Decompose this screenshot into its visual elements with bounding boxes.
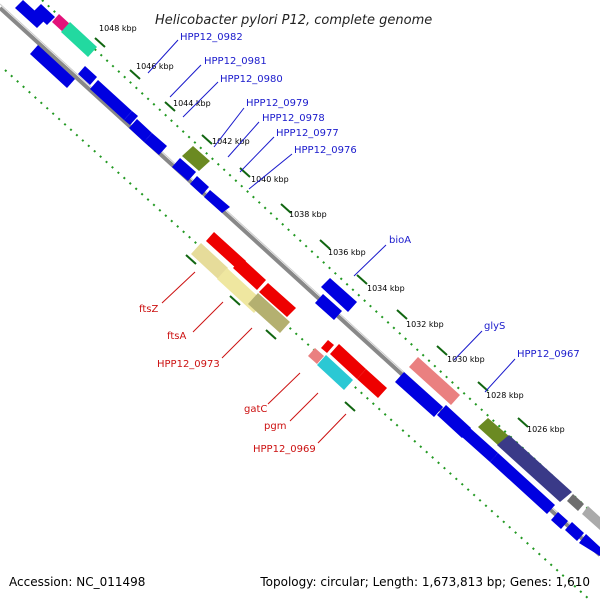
tick-label-1036: 1036 kbp — [328, 248, 366, 257]
gene-arrow-salmon[interactable] — [409, 357, 460, 405]
accession-text: Accession: NC_011498 — [9, 575, 145, 589]
gene-arrow-fwd[interactable] — [437, 405, 471, 438]
tick-label-1048: 1048 kbp — [99, 24, 137, 33]
gene-label-HPP12_0980[interactable]: HPP12_0980 — [220, 74, 283, 85]
gene-label-HPP12_0969[interactable]: HPP12_0969 — [253, 444, 316, 455]
gene-label-ftsA[interactable]: ftsA — [167, 331, 186, 342]
gene-arrow-fwd[interactable] — [172, 158, 196, 181]
map-title: Helicobacter pylori P12, complete genome — [155, 13, 432, 28]
gene-label-HPP12_0976[interactable]: HPP12_0976 — [294, 145, 357, 156]
gene-arrow-ftsZ[interactable] — [191, 243, 228, 279]
gene-label-ftsZ[interactable]: ftsZ — [139, 304, 158, 315]
gene-arrow-olive[interactable] — [478, 418, 510, 447]
tick-label-1032: 1032 kbp — [406, 320, 444, 329]
tick-label-1046: 1046 kbp — [136, 62, 174, 71]
gene-arrow-fwd[interactable] — [551, 512, 568, 529]
gene-label-HPP12_0967[interactable]: HPP12_0967 — [517, 349, 580, 360]
gene-arrow-rev[interactable] — [357, 369, 387, 398]
gene-arrow-HPP12_0973[interactable] — [248, 293, 290, 333]
gene-arrow-fwd[interactable] — [129, 119, 152, 142]
genome-summary-text: Topology: circular; Length: 1,673,813 bp… — [259, 575, 590, 589]
gene-arrow-rev[interactable] — [206, 232, 246, 270]
gene-arrow-fwd[interactable] — [321, 278, 357, 312]
gene-arrow-green[interactable] — [61, 22, 97, 57]
gene-arrow-fwd[interactable] — [490, 453, 555, 514]
gene-arrow-gatC[interactable] — [321, 340, 334, 353]
tick-label-1038: 1038 kbp — [289, 210, 327, 219]
tick-label-1034: 1034 kbp — [367, 284, 405, 293]
forward-strand-features — [15, 0, 600, 556]
bottom-leader-lines — [161, 271, 347, 444]
reverse-strand-features — [191, 232, 387, 398]
gene-arrow-fwd[interactable] — [33, 4, 55, 25]
gene-arrow-fwd[interactable] — [144, 133, 167, 155]
tick-label-1028: 1028 kbp — [486, 391, 524, 400]
gene-arrow-rev[interactable] — [233, 258, 266, 290]
gene-arrow-light-gray[interactable] — [582, 506, 600, 530]
gene-arrow-fwd-tip[interactable] — [124, 111, 138, 125]
gene-arrow-fwd[interactable] — [204, 190, 230, 213]
top-leader-lines — [147, 39, 516, 393]
tick-marks — [94, 37, 529, 428]
gene-arrow-gray[interactable] — [567, 494, 584, 511]
gene-arrow-pgm[interactable] — [317, 355, 353, 390]
gene-label-HPP12_0977[interactable]: HPP12_0977 — [276, 128, 339, 139]
gene-label-HPP12_0979[interactable]: HPP12_0979 — [246, 98, 309, 109]
gene-arrow-fwd[interactable] — [15, 0, 45, 28]
tick-label-1026: 1026 kbp — [527, 425, 565, 434]
gene-label-glyS[interactable]: glyS — [484, 321, 505, 332]
tick-label-1040: 1040 kbp — [251, 175, 289, 184]
gene-arrow-fwd[interactable] — [30, 45, 75, 88]
gene-label-gatC[interactable]: gatC — [244, 404, 267, 415]
gene-arrow-fwd[interactable] — [190, 176, 209, 195]
gene-label-HPP12_0982[interactable]: HPP12_0982 — [180, 32, 243, 43]
gene-label-HPP12_0973[interactable]: HPP12_0973 — [157, 359, 220, 370]
gene-label-pgm[interactable]: pgm — [264, 421, 286, 432]
gene-arrow-rev[interactable] — [330, 344, 366, 379]
inner-guide-track — [4, 69, 591, 600]
gene-arrow-fwd[interactable] — [395, 372, 443, 417]
gene-label-HPP12_0978[interactable]: HPP12_0978 — [262, 113, 325, 124]
gene-arrow-fwd[interactable] — [565, 522, 584, 541]
gene-arrow-fwd[interactable] — [315, 294, 342, 320]
gene-arrow-indigo[interactable] — [497, 435, 572, 502]
gene-arrow-fwd[interactable] — [90, 80, 132, 120]
gene-label-bioA[interactable]: bioA — [389, 235, 411, 246]
gene-label-HPP12_0981[interactable]: HPP12_0981 — [204, 56, 267, 67]
gene-arrow-rev[interactable] — [259, 283, 296, 317]
gene-arrow-fwd[interactable] — [462, 428, 498, 462]
gene-arrow-fwd[interactable] — [78, 66, 97, 85]
tick-label-1030: 1030 kbp — [447, 355, 485, 364]
gene-arrow-fwd[interactable] — [579, 534, 600, 556]
tick-label-1042: 1042 kbp — [212, 137, 250, 146]
gene-arrow-pink[interactable] — [308, 348, 324, 364]
gene-arrow-olive[interactable] — [182, 146, 210, 171]
tick-label-1044: 1044 kbp — [173, 99, 211, 108]
